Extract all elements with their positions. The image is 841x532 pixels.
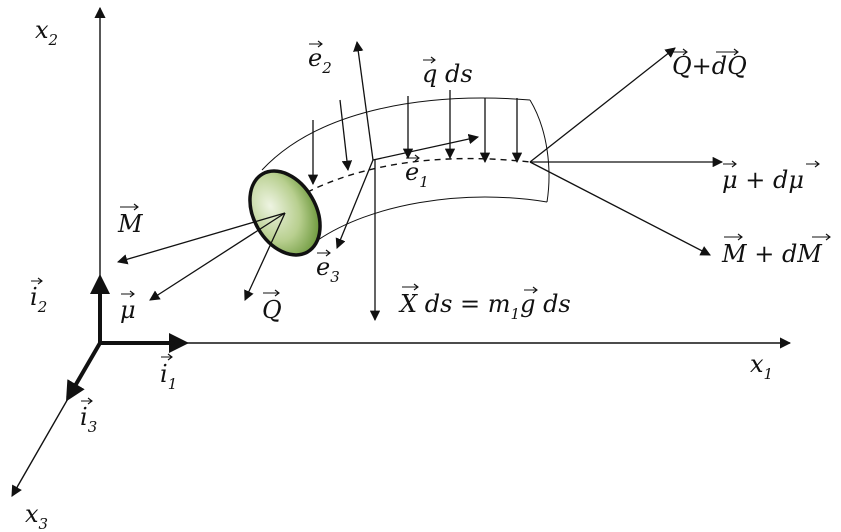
beam-lower-edge <box>317 196 548 241</box>
e2-label: e2 <box>308 40 332 77</box>
i3-label: i3 <box>80 397 97 436</box>
svg-text:Q+dQ: Q+dQ <box>672 52 747 80</box>
M-dM-label: M + dM <box>721 233 831 268</box>
i3-vector <box>65 341 102 402</box>
svg-text:μ + dμ: μ + dμ <box>722 166 804 194</box>
beam-end-section <box>529 99 550 203</box>
mu-vector <box>149 212 286 301</box>
e3-vector <box>335 159 374 249</box>
svg-text:X ds = m1g ds: X ds = m1g ds <box>398 290 571 323</box>
i1-label: i1 <box>160 353 177 393</box>
svg-text:e1: e1 <box>405 158 429 191</box>
load-arrow-2 <box>339 99 353 172</box>
M-dM-vector <box>529 161 711 256</box>
mu-dmu-label: μ + dμ <box>722 160 820 194</box>
Q-dQ-label: Q+dQ <box>672 48 747 80</box>
beam-upper-edge <box>261 97 531 171</box>
svg-text:μ: μ <box>120 296 136 324</box>
svg-text:Q: Q <box>262 296 282 324</box>
svg-text:M: M <box>117 210 144 238</box>
x1-label: x1 <box>750 350 773 383</box>
Q-dQ-vector <box>529 47 676 163</box>
svg-text:e2: e2 <box>308 44 332 77</box>
svg-text:e3: e3 <box>316 253 340 286</box>
e3-label: e3 <box>316 249 340 286</box>
mu-label: μ <box>120 290 136 324</box>
M-label: M <box>117 203 144 238</box>
svg-text:i2: i2 <box>30 283 47 316</box>
Xds-label: X ds = m1g ds <box>398 283 571 323</box>
svg-text:M + dM: M + dM <box>721 240 823 268</box>
e1-label: e1 <box>405 154 429 191</box>
M-vector <box>117 212 286 265</box>
e1-vector <box>372 133 480 161</box>
qds-label: q ds <box>422 56 473 88</box>
Q-label: Q <box>262 289 282 324</box>
i2-label: i2 <box>30 277 47 316</box>
svg-text:i1: i1 <box>160 360 177 393</box>
e2-vector <box>353 40 374 161</box>
x3-label: x3 <box>25 500 48 532</box>
label-overarrows <box>164 339 175 347</box>
beam-centerline <box>269 157 531 216</box>
svg-text:i3: i3 <box>80 403 97 436</box>
x2-label: x2 <box>35 16 58 49</box>
svg-text:q ds: q ds <box>422 60 473 88</box>
Q-vector <box>244 212 286 301</box>
